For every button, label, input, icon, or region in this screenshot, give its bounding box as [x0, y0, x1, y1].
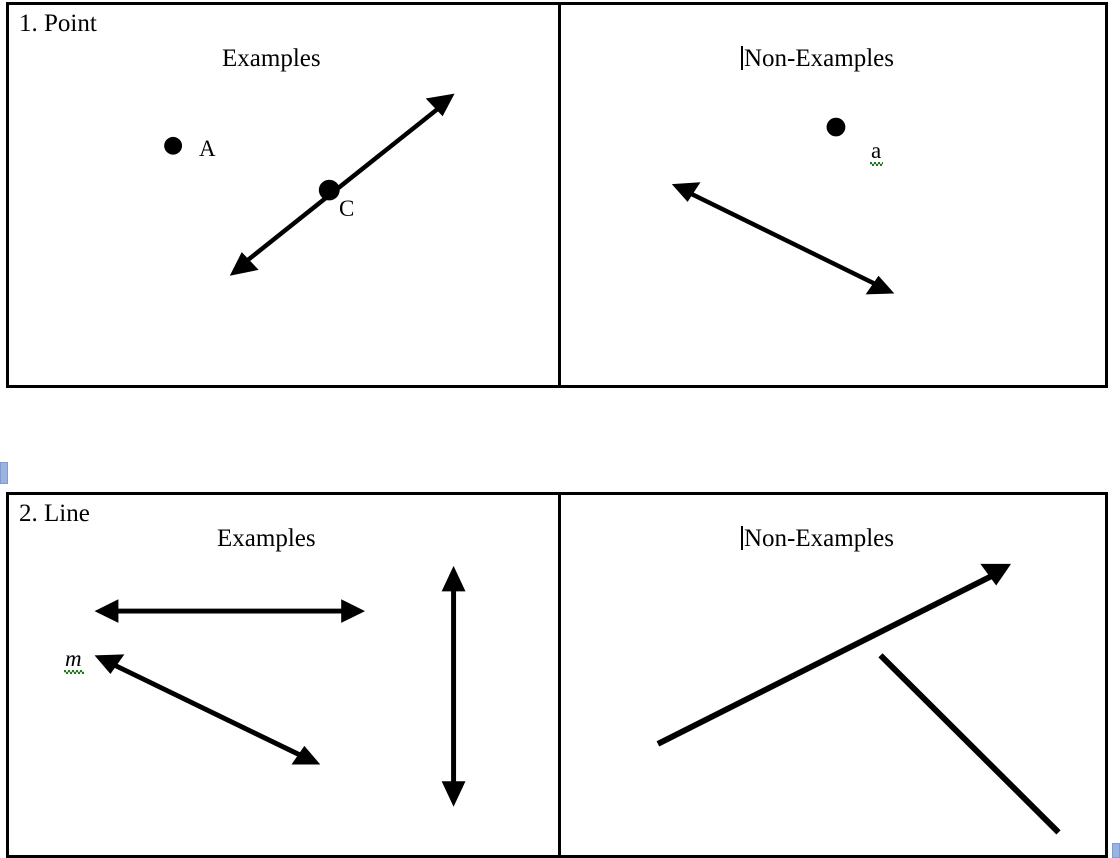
arrowhead-lower-right-m: [291, 745, 321, 765]
point-label-a-lowercase-text: a: [869, 138, 884, 166]
section-line-title: 2. Line: [19, 500, 90, 527]
point-examples-heading: Examples: [222, 45, 321, 72]
arrowhead-ray-upper-right: [980, 563, 1012, 586]
point-examples-cell: 1. Point Examples A C: [9, 5, 561, 385]
segment-shaft: [878, 653, 1061, 835]
line-label-m: m: [64, 646, 84, 674]
text-caret: [741, 526, 743, 550]
line-examples-cell: 2. Line Examples m: [9, 495, 561, 855]
ray-shaft: [656, 570, 1000, 747]
arrowhead-upper-left-m: [94, 654, 125, 675]
table-resize-handle[interactable]: [1112, 843, 1120, 858]
point-dot-unlabeled: [826, 117, 846, 137]
line-examples-heading: Examples: [217, 525, 316, 552]
line-label-m-text: m: [64, 646, 84, 674]
section-point-title: 1. Point: [19, 10, 97, 37]
point-non-examples-heading: Non-Examples: [741, 46, 894, 71]
section-point-table: 1. Point Examples A C Non-Examples a: [6, 2, 1108, 388]
point-non-examples-heading-text: Non-Examples: [744, 45, 894, 72]
arrowhead-lower-right-nonexample: [865, 275, 895, 295]
line-non-examples-cell: Non-Examples: [561, 495, 1105, 855]
point-label-a: A: [199, 136, 216, 161]
arrowhead-left-horizontal: [94, 599, 119, 623]
line-shaft-through-c: [240, 101, 447, 267]
arrowhead-right-horizontal: [341, 599, 366, 623]
arrowhead-lower-left: [229, 252, 259, 276]
left-margin-handle[interactable]: [0, 462, 8, 484]
point-label-c: C: [339, 196, 355, 221]
line-non-examples-heading: Non-Examples: [741, 526, 894, 551]
line-non-examples-heading-text: Non-Examples: [744, 525, 894, 552]
line-shaft-no-point: [682, 188, 886, 291]
text-caret: [741, 46, 743, 70]
section-line-table: 2. Line Examples m Non-Examples: [6, 492, 1108, 858]
diagonal-line-shaft-m: [107, 660, 307, 760]
point-dot-a: [164, 136, 183, 155]
arrowhead-upper-right: [425, 93, 455, 117]
arrowhead-top-vertical: [441, 565, 466, 592]
arrowhead-bottom-vertical: [441, 781, 466, 807]
point-dot-c: [318, 179, 340, 201]
point-non-examples-cell: Non-Examples a: [561, 5, 1105, 385]
arrowhead-upper-left-nonexample: [671, 182, 701, 202]
point-label-a-lowercase: a: [869, 138, 884, 166]
